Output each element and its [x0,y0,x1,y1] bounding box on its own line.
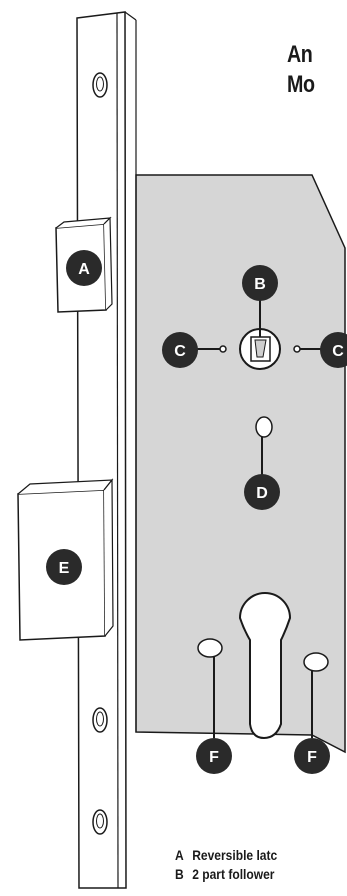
callout-badge-e: E [46,549,82,585]
cylinder-cutout [238,592,292,740]
legend-text-a: Reversible latc [192,847,278,863]
callout-letter-a: A [78,261,90,278]
callout-letter-f-left: F [209,749,219,766]
fixing-hole-right [303,652,329,738]
faceplate-side-edge [124,11,137,21]
fixing-hole-left [197,638,223,738]
spindle-hole [255,416,273,478]
callout-badge-a: A [66,250,102,286]
legend-text-b: 2 part follower [192,866,275,882]
follower-hub [195,296,322,370]
faceplate-screw-hole-top [92,72,108,98]
callout-letter-e: E [59,560,70,577]
callout-letter-c-right: C [332,343,344,360]
callout-badge-c-left: C [162,332,198,368]
callout-letter-d: D [256,485,268,502]
legend-item-b: B 2 part follower [175,866,274,882]
callout-badge-b: B [242,265,278,301]
title-line-1: An [287,41,313,68]
callout-letter-f-right: F [307,749,317,766]
callout-badge-f-right: F [294,738,330,774]
callout-letter-b: B [254,276,266,293]
faceplate-screw-hole-mid [92,707,108,733]
callout-badge-f-left: F [196,738,232,774]
callout-badge-d: D [244,474,280,510]
legend-letter-a: A [175,847,184,863]
faceplate [76,11,127,889]
callout-letter-c-left: C [174,343,186,360]
legend-item-a: A Reversible latc [175,847,277,863]
faceplate-inner-edge [116,12,119,889]
title-line-2: Mo [287,71,315,98]
legend-letter-b: B [175,866,184,882]
faceplate-screw-hole-bottom [92,809,108,835]
callout-badge-c-right: C [320,332,347,368]
